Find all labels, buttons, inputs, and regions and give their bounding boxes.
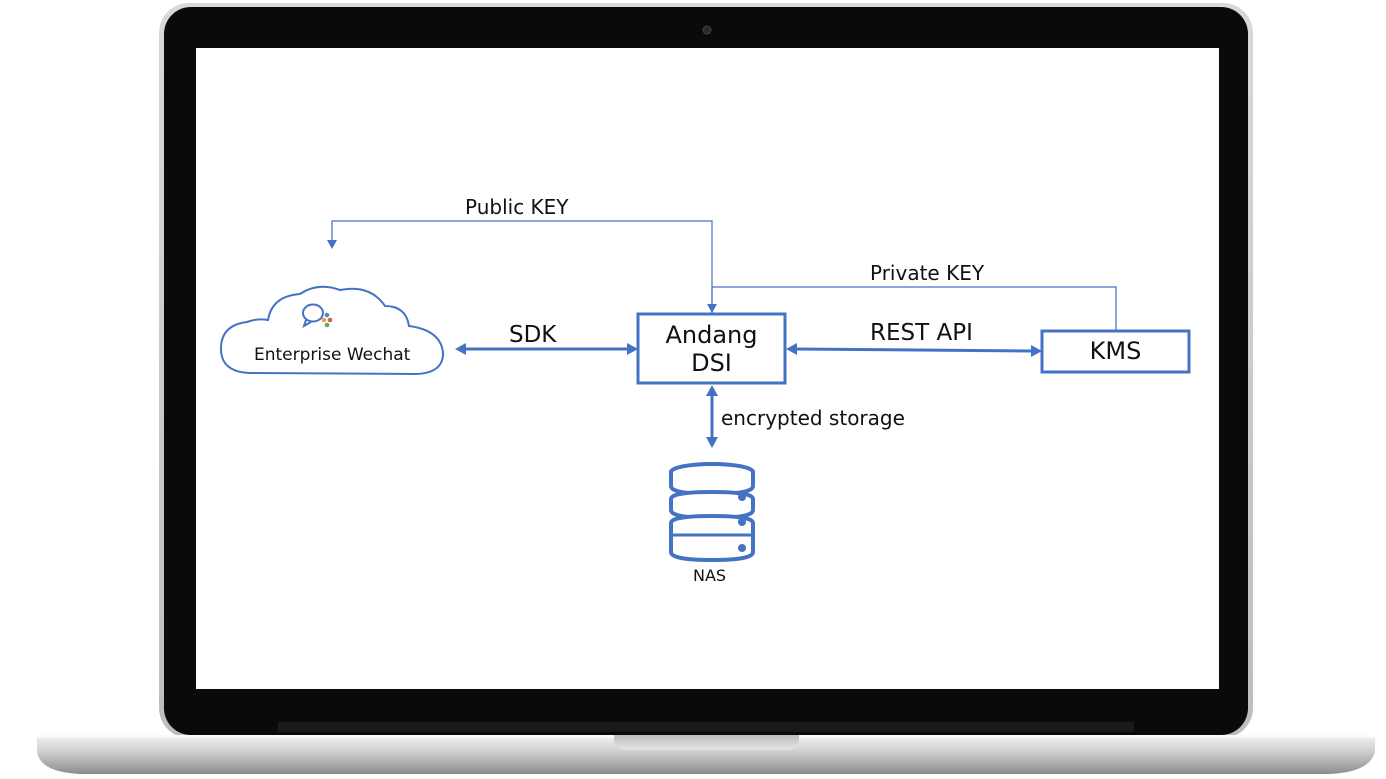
public-key-label: Public KEY	[465, 195, 569, 219]
storage-arrowhead-bottom	[706, 437, 718, 448]
encrypted-storage-label: encrypted storage	[721, 406, 905, 430]
private-key-label: Private KEY	[870, 261, 985, 285]
private-key-connector	[711, 286, 1117, 331]
sdk-arrowhead-left	[455, 343, 466, 355]
wechat-work-icon	[302, 303, 333, 329]
andang-dsi-label-line1: Andang	[665, 321, 758, 349]
database-stack-icon	[669, 462, 755, 563]
andang-dsi-box	[636, 312, 787, 385]
private-key-arrowhead	[707, 304, 717, 313]
storage-arrowhead-top	[706, 385, 718, 396]
andang-dsi-label: Andang DSI	[638, 321, 785, 377]
diagram-connectors	[327, 220, 1117, 448]
laptop-base	[37, 735, 1375, 774]
sdk-arrowhead-right	[627, 343, 638, 355]
public-key-connector	[331, 220, 713, 313]
bezel-bottom	[278, 722, 1134, 732]
rest-api-label: REST API	[870, 320, 973, 346]
andang-dsi-label-line2: DSI	[691, 349, 732, 377]
enterprise-wechat-cloud	[219, 285, 445, 376]
kms-box	[1040, 329, 1191, 374]
camera-icon	[702, 25, 712, 35]
public-key-arrowhead	[327, 240, 337, 249]
laptop-notch	[614, 735, 799, 750]
sdk-label: SDK	[509, 322, 557, 348]
nas-label: NAS	[693, 566, 727, 585]
database-indicator-dots	[738, 493, 746, 552]
kms-label: KMS	[1089, 337, 1142, 365]
rest-api-arrowhead-right	[1031, 345, 1042, 357]
enterprise-wechat-label: Enterprise Wechat	[254, 345, 411, 365]
rest-api-connector	[793, 347, 1035, 353]
rest-api-arrowhead-left	[786, 343, 797, 355]
